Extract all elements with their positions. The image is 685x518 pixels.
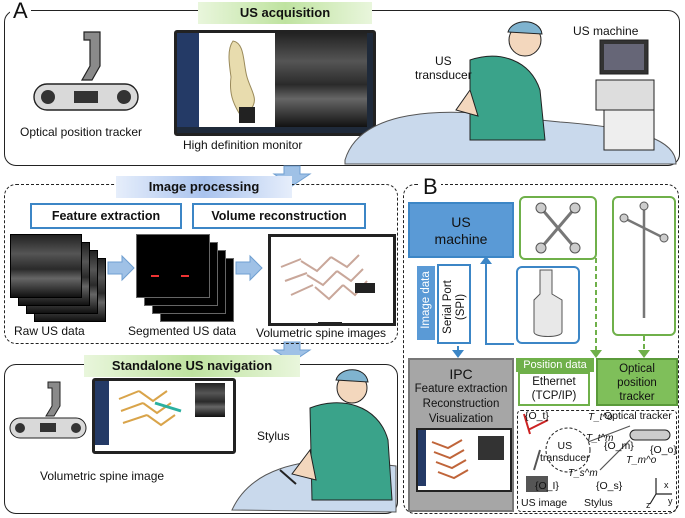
panel-b-system [403, 184, 679, 514]
segmented-label: Segmented US data [128, 324, 237, 338]
monitor-sidebar [177, 33, 199, 127]
volumetric-label: Volumetric spine images [256, 326, 387, 340]
nav-spine-svg [118, 390, 182, 427]
volumetric-monitor [268, 234, 396, 326]
seg-mark-1 [151, 275, 159, 277]
image-data-text: Image data [420, 271, 432, 329]
monitor-model-view [199, 33, 275, 127]
volume-reconstruction-box: Volume reconstruction [192, 203, 366, 229]
frames-subpanel [517, 410, 677, 512]
spine-model-svg [228, 40, 255, 123]
segmented-us-stack [136, 234, 236, 324]
us-machine-node: US machine [408, 202, 514, 258]
transducer-label: US transducer [415, 54, 472, 82]
frame-om: {O_m} [604, 440, 634, 452]
position-data-tag: Position data [516, 358, 594, 372]
stylus-label: Stylus [257, 429, 290, 443]
nav-tracker-illustration [8, 380, 88, 440]
marker-cross-svg [535, 202, 581, 254]
transducer-marker-box [519, 196, 597, 260]
us-machine-text: US machine [434, 214, 488, 247]
image-data-tag: Image data [417, 266, 435, 340]
ipc-title: IPC [449, 366, 473, 382]
hd-monitor [174, 30, 376, 136]
frame-oo: {O_o} [650, 444, 677, 456]
ipc-monitor-svg [418, 430, 504, 486]
ipc-line-1: Feature extraction [414, 383, 508, 395]
nav-tracker-svg [9, 381, 87, 439]
serial-port-box: Serial Port (SPI) [437, 264, 471, 344]
frame-Ttm: T_t^m [586, 433, 614, 444]
feature-extraction-box: Feature extraction [30, 203, 182, 229]
machine-label: US machine [573, 24, 639, 38]
panel-b-letter: B [420, 174, 441, 200]
optical-tracker-svg [33, 31, 139, 111]
frame-Tmo: T_m^o [626, 455, 657, 466]
monitor-label: High definition monitor [183, 138, 303, 152]
processing-title: Image processing [116, 176, 292, 198]
navigation-title: Standalone US navigation [84, 355, 300, 377]
optical-tracker-illustration [30, 30, 140, 120]
panel-a-title: US acquisition [198, 2, 372, 24]
ethernet-box: Ethernet (TCP/IP) [518, 372, 590, 406]
seg-mark-2 [181, 275, 189, 277]
ipc-node: IPC Feature extraction Reconstruction Vi… [408, 358, 514, 512]
ethernet-text: Ethernet (TCP/IP) [531, 376, 577, 402]
optical-tracker-text: Optical position tracker [617, 363, 657, 403]
transducer-image-box [516, 266, 580, 344]
frame-Tto: T_t^o [588, 412, 613, 423]
frame-oi: {O_I} [535, 480, 559, 492]
panel-a-letter: A [10, 0, 31, 24]
axis-z: z [646, 500, 651, 510]
frame-us-transducer: US transducer [540, 440, 590, 464]
raw-us-stack [10, 234, 108, 324]
ipc-line-3: Visualization [428, 413, 494, 425]
raw-label: Raw US data [14, 324, 85, 338]
volumetric-spine-svg [280, 254, 375, 301]
volumetric-monitor-stand [318, 322, 342, 326]
ipc-line-2: Reconstruction [422, 398, 500, 410]
serial-port-text: Serial Port (SPI) [442, 280, 467, 334]
frame-stylus: Stylus [584, 497, 613, 509]
tracker-label: Optical position tracker [20, 125, 143, 139]
optical-tracker-node: Optical position tracker [596, 358, 678, 406]
frame-Tsm: T_s^m [568, 468, 598, 479]
raw-frame-1 [10, 234, 82, 298]
frame-us-image: US image [521, 497, 568, 509]
transducer-svg [533, 269, 563, 337]
nav-monitor [92, 378, 236, 454]
stylus-marker-box [612, 196, 676, 336]
frame-os: {O_s} [596, 480, 623, 492]
frame-ot: {O_t} [525, 410, 549, 422]
seg-frame-1 [136, 234, 210, 298]
axis-x: x [664, 480, 669, 490]
stylus-marker-svg [619, 201, 669, 318]
ipc-monitor [416, 428, 512, 492]
nav-monitor-sidebar [95, 381, 109, 445]
nav-us-view [195, 383, 225, 417]
frame-optical-tracker: Optical tracker [604, 410, 672, 422]
nav-spine-label: Volumetric spine image [40, 469, 165, 483]
monitor-us-view [275, 33, 367, 127]
axis-y: y [668, 496, 673, 506]
